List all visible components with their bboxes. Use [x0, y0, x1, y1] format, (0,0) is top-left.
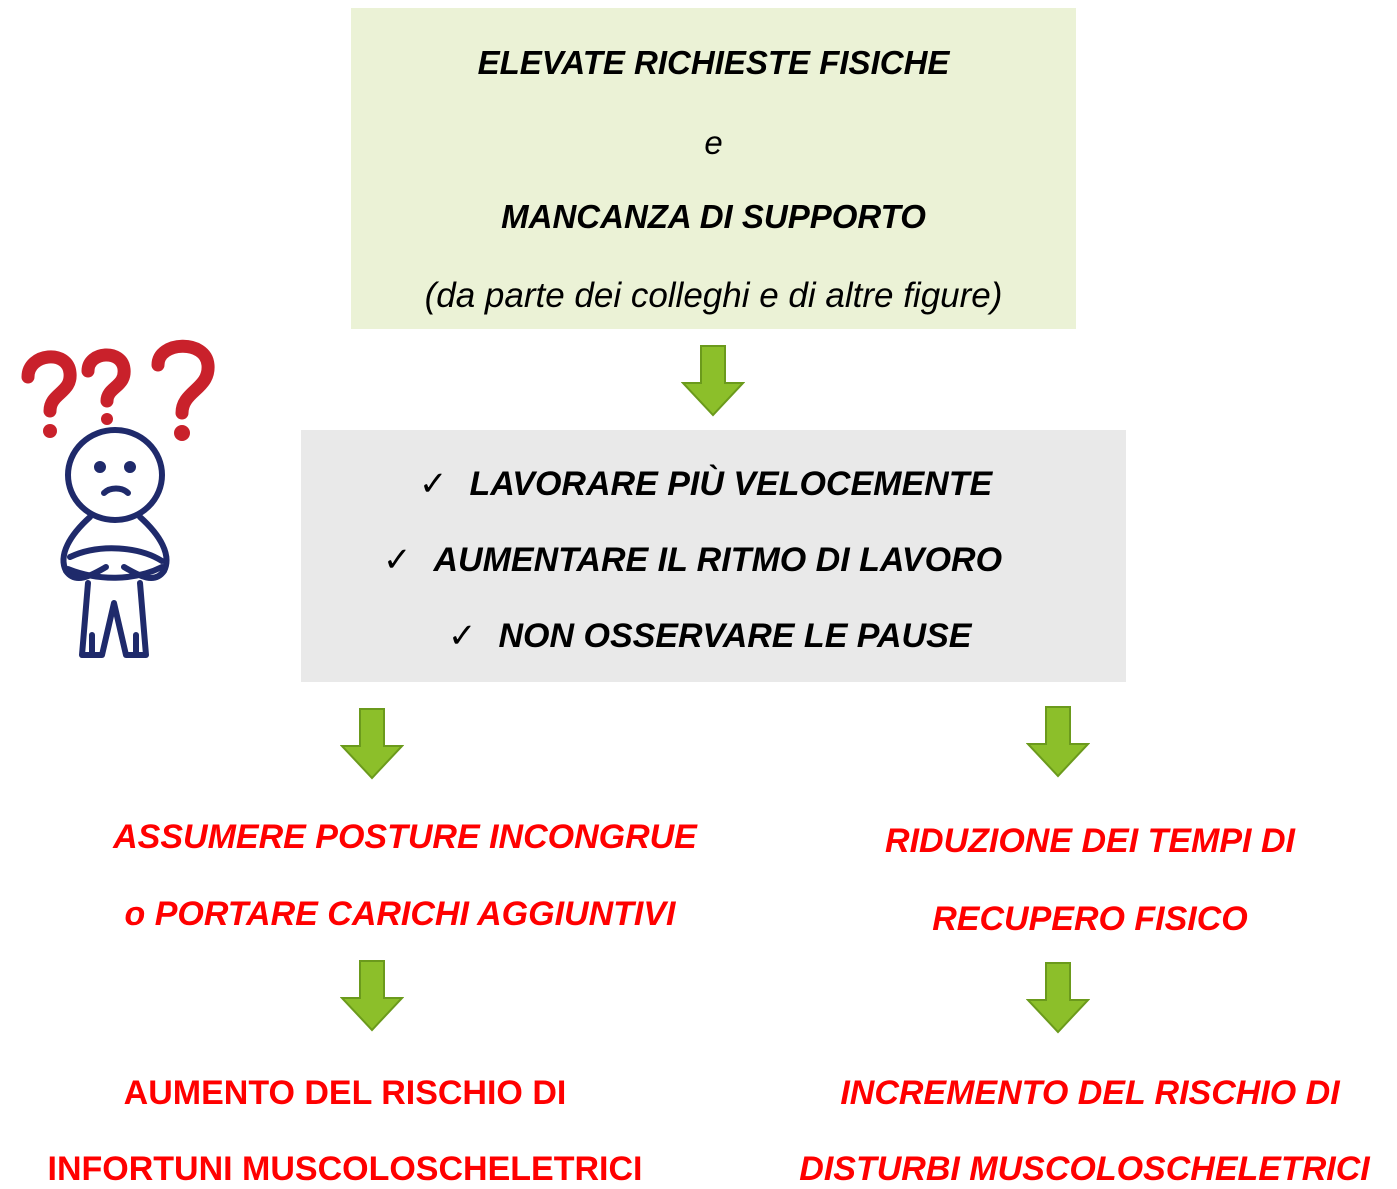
down-arrow-icon: [1026, 962, 1090, 1034]
cause-conjunction: e: [704, 124, 723, 161]
cause-subtitle: MANCANZA DI SUPPORTO: [501, 198, 926, 235]
cause-box: ELEVATE RICHIESTE FISICHE e MANCANZA DI …: [351, 8, 1076, 329]
consequence-item: ✓AUMENTARE IL RITMO DI LAVORO: [383, 541, 1003, 579]
left-effect-line1: ASSUMERE POSTURE INCONGRUE: [113, 818, 697, 856]
cause-title: ELEVATE RICHIESTE FISICHE: [477, 44, 950, 81]
left-result-line2: INFORTUNI MUSCOLOSCHELETRICI: [47, 1150, 643, 1188]
right-result-line2: DISTURBI MUSCOLOSCHELETRICI: [799, 1150, 1370, 1188]
cause-note: (da parte dei colleghi e di altre figure…: [424, 276, 1003, 315]
check-icon: ✓: [383, 541, 412, 579]
check-icon: ✓: [448, 617, 477, 655]
down-arrow-icon: [1026, 706, 1090, 778]
right-effect-line2: RECUPERO FISICO: [932, 900, 1248, 938]
consequence-item: ✓NON OSSERVARE LE PAUSE: [448, 617, 972, 655]
right-result-line1: INCREMENTO DEL RISCHIO DI: [840, 1074, 1340, 1112]
left-effect-line2: o PORTARE CARICHI AGGIUNTIVI: [124, 895, 676, 933]
consequence-box: ✓LAVORARE PIÙ VELOCEMENTE ✓AUMENTARE IL …: [301, 430, 1126, 682]
left-result-line1: AUMENTO DEL RISCHIO DI: [123, 1074, 567, 1112]
right-effect-line1: RIDUZIONE DEI TEMPI DI: [885, 822, 1295, 860]
consequence-item: ✓LAVORARE PIÙ VELOCEMENTE: [419, 465, 993, 503]
down-arrow-icon: [340, 708, 404, 780]
down-arrow-icon: [681, 345, 745, 417]
confused-person-icon: [21, 339, 215, 658]
down-arrow-icon: [340, 960, 404, 1032]
check-icon: ✓: [419, 465, 448, 503]
